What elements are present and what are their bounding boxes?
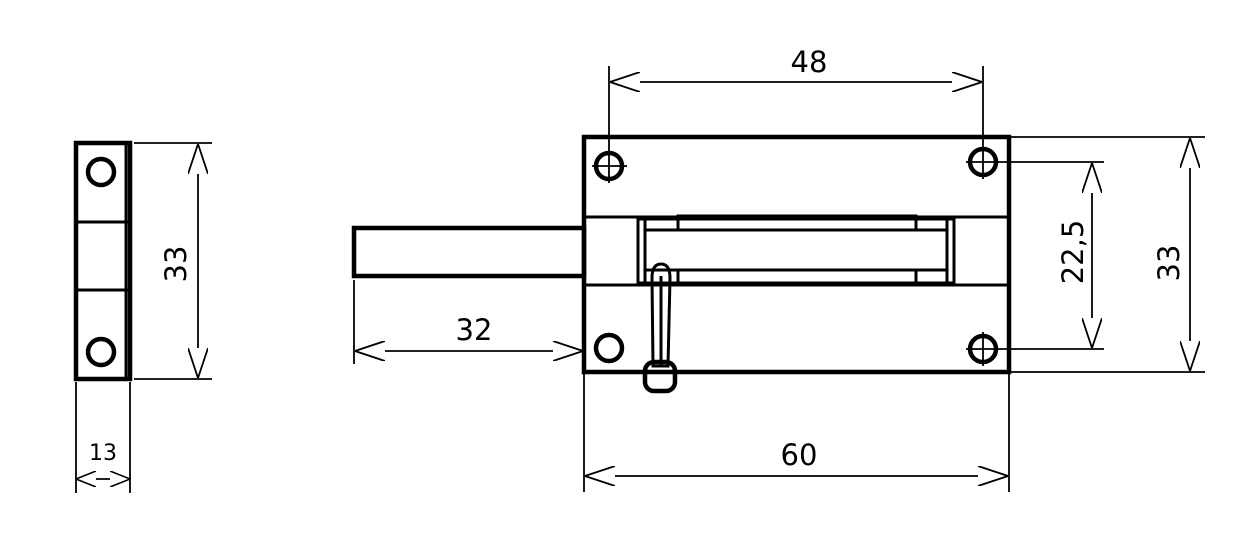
side-view (73, 140, 133, 382)
bolt-rod (351, 225, 587, 279)
side-view-screw-hole-bottom (85, 336, 117, 368)
body-width-dimension: 60 (586, 374, 1010, 492)
upper-slot (676, 214, 918, 232)
hole-spacing-vertical-dimension: 22,5 (1000, 161, 1104, 350)
bolt-length-dimension: 32 (353, 280, 585, 492)
side-width-label: 13 (89, 441, 117, 466)
body-height-dimension: 33 (1011, 136, 1205, 373)
hole-spacing-vertical-label: 22,5 (1056, 220, 1090, 285)
lower-slot (676, 268, 918, 285)
side-height-label: 33 (159, 246, 193, 283)
side-width-dimension: 13 (75, 382, 131, 493)
body-width-label: 60 (781, 438, 818, 472)
side-height-dimension: 33 (134, 142, 212, 380)
bolt-handle-lever (650, 262, 672, 368)
body-plate (581, 134, 1012, 375)
screw-hole-bottom-left (593, 332, 625, 364)
side-view-screw-hole-top (85, 156, 117, 188)
side-view-outline (73, 140, 133, 382)
top-width-label: 48 (791, 45, 828, 79)
body-height-label: 33 (1152, 245, 1186, 282)
bolt-handle-knob (642, 359, 678, 394)
front-view (351, 66, 1012, 394)
bolt-length-label: 32 (456, 313, 493, 347)
hole-spacing-horizontal-dimension: 48 (608, 45, 981, 150)
